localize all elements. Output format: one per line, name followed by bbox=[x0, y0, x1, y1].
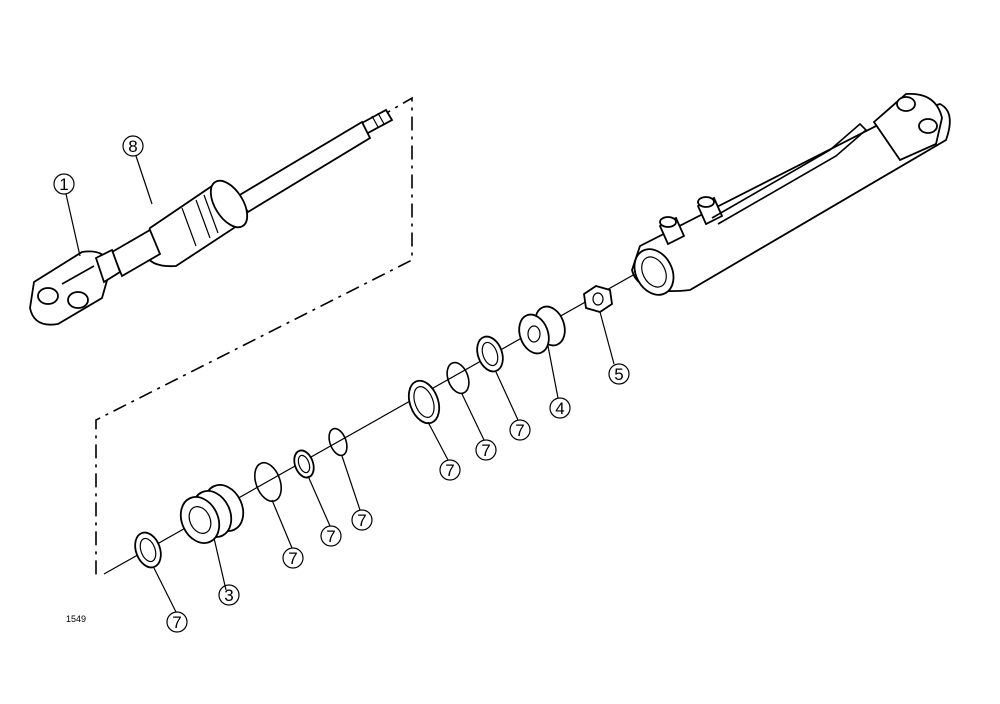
callout-5: 5 bbox=[608, 363, 630, 385]
gland bbox=[179, 484, 245, 544]
callout-label: 7 bbox=[357, 511, 366, 530]
callout-label: 3 bbox=[224, 586, 233, 605]
callout-8: 8 bbox=[122, 135, 144, 157]
callout-7f: 7 bbox=[475, 439, 497, 461]
callout-4: 4 bbox=[549, 397, 571, 419]
callout-1: 1 bbox=[53, 173, 75, 195]
callout-label: 7 bbox=[515, 421, 524, 440]
callout-7e: 7 bbox=[439, 459, 461, 481]
leader-lines bbox=[65, 155, 615, 613]
callout-7a: 7 bbox=[166, 611, 188, 633]
seal-rings bbox=[134, 335, 504, 569]
callout-7g: 7 bbox=[509, 419, 531, 441]
callout-3: 3 bbox=[218, 584, 240, 606]
exploded-parts bbox=[134, 285, 613, 569]
callout-7b: 7 bbox=[282, 547, 304, 569]
callout-7d: 7 bbox=[351, 509, 373, 531]
piston bbox=[518, 305, 566, 355]
phantom-guide-lines bbox=[95, 96, 413, 576]
piston-rod-assembly bbox=[29, 108, 394, 326]
cylinder-barrel bbox=[631, 93, 951, 296]
callout-label: 1 bbox=[59, 175, 68, 194]
callout-7c: 7 bbox=[320, 525, 342, 547]
callout-label: 7 bbox=[481, 441, 490, 460]
callout-label: 7 bbox=[445, 461, 454, 480]
callout-label: 8 bbox=[128, 137, 137, 156]
callout-label: 4 bbox=[555, 399, 564, 418]
callout-label: 5 bbox=[614, 365, 623, 384]
callout-label: 7 bbox=[326, 527, 335, 546]
figure-id: 1549 bbox=[66, 614, 87, 624]
nut bbox=[583, 285, 613, 313]
callout-label: 7 bbox=[288, 549, 297, 568]
callout-label: 7 bbox=[172, 613, 181, 632]
